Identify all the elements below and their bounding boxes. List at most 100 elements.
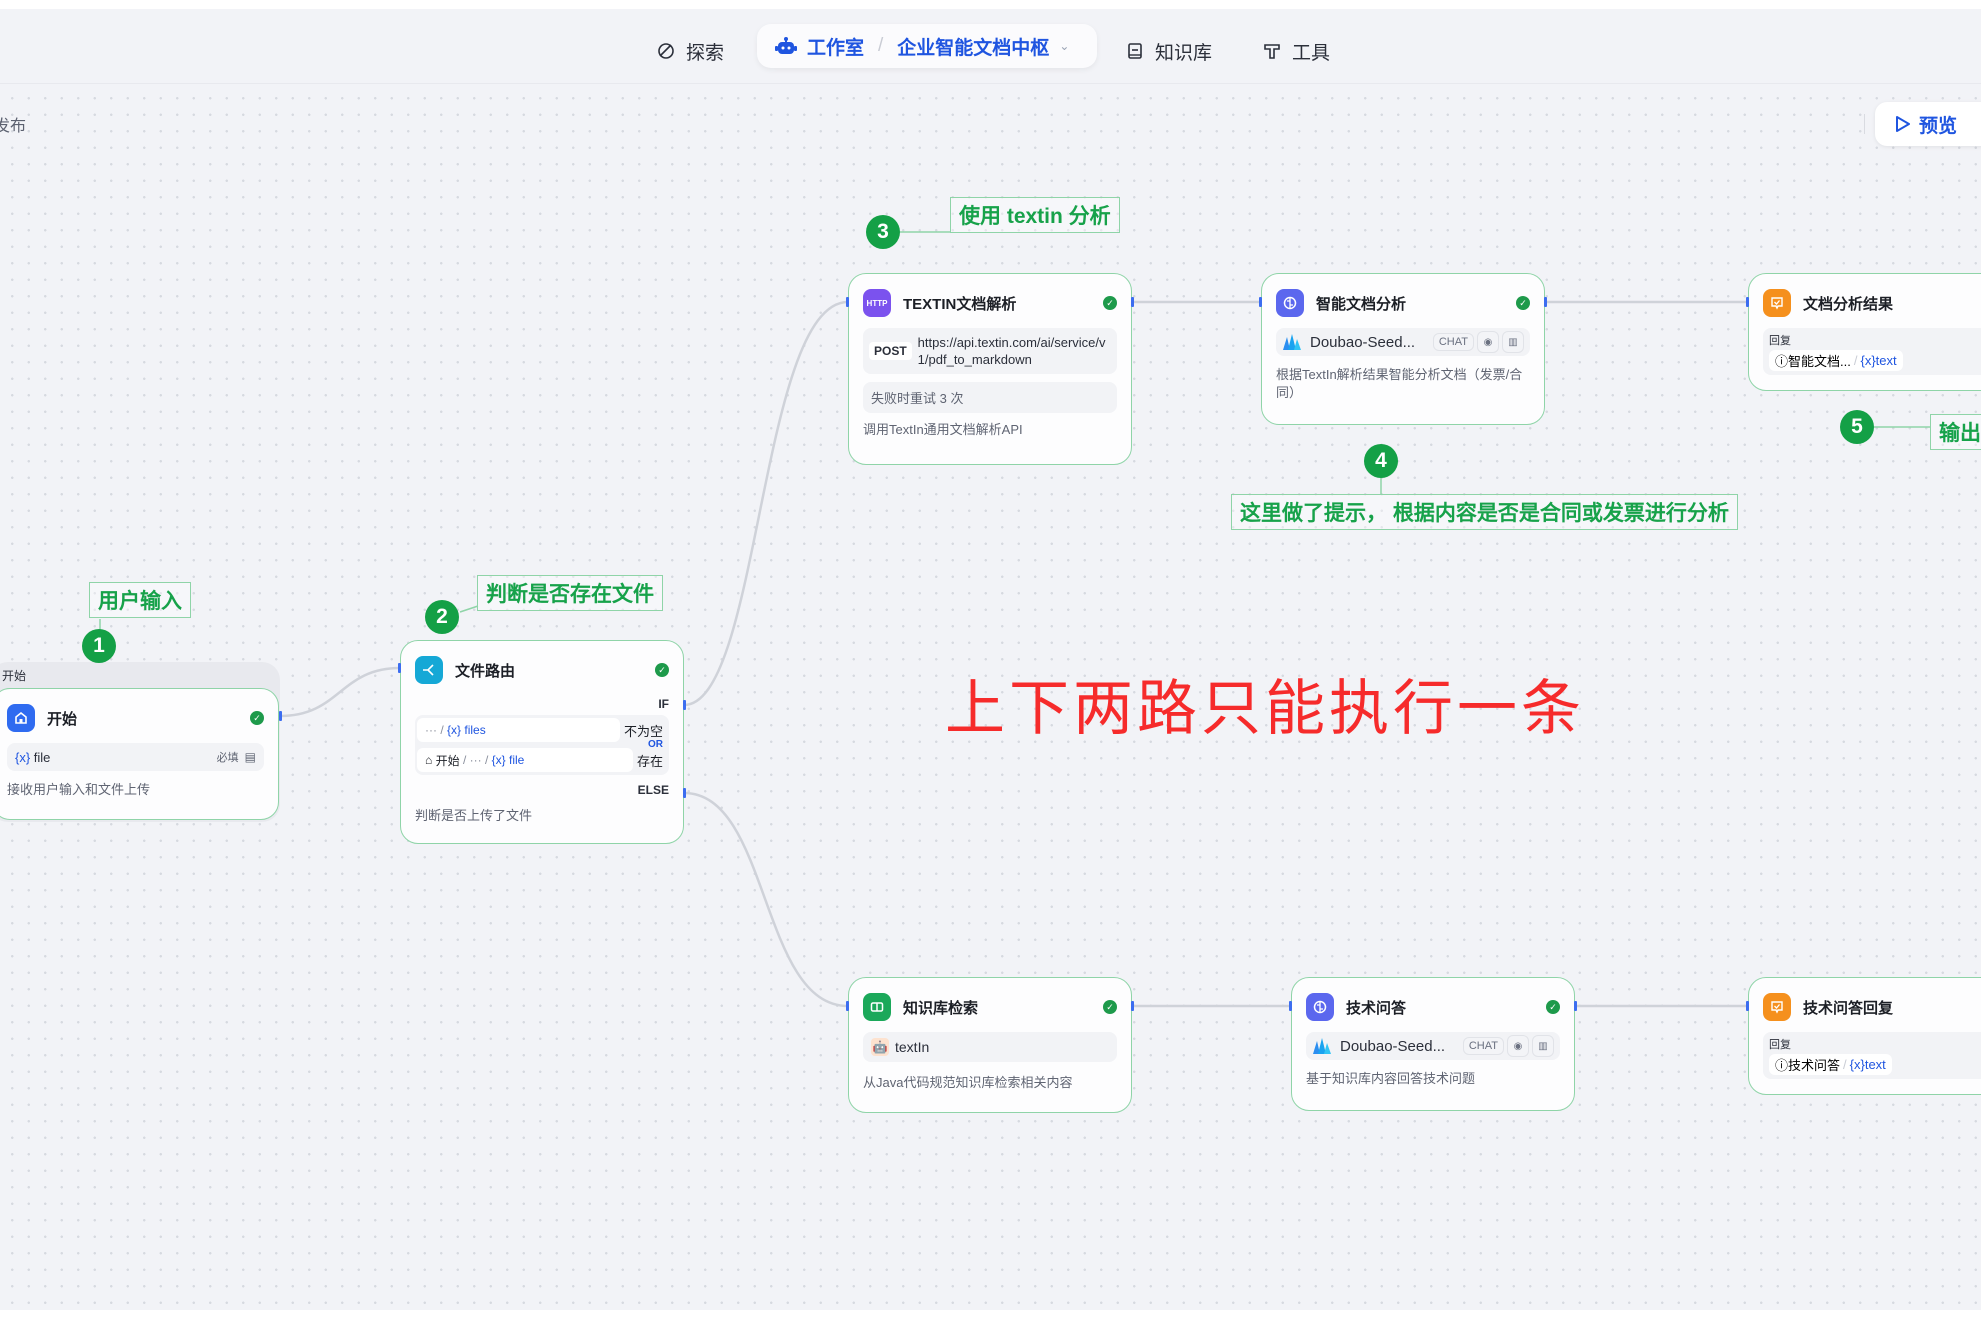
node-tech-qa[interactable]: 技术问答 ✓ Doubao-Seed... CHAT ◉ ▥ 基于知识库内容回答… bbox=[1291, 977, 1575, 1111]
required-label: 必填 bbox=[216, 752, 239, 764]
robot-avatar-icon: 🤖 bbox=[871, 1038, 889, 1056]
or-label: OR bbox=[648, 739, 663, 750]
port-techqa-out[interactable] bbox=[1574, 1001, 1577, 1011]
node-description: 基于知识库内容回答技术问题 bbox=[1306, 1071, 1476, 1086]
node-textin[interactable]: HTTP TEXTIN文档解析 ✓ POST https://api.texti… bbox=[848, 273, 1132, 465]
settings-icon: ▥ bbox=[1532, 1035, 1554, 1057]
success-check-icon: ✓ bbox=[655, 663, 669, 677]
variable-icon: {x} bbox=[491, 753, 509, 767]
nav-knowledge-base[interactable]: 知识库 bbox=[1125, 31, 1212, 71]
port-analysis-in[interactable] bbox=[1259, 297, 1262, 307]
reply-label: 回复 bbox=[1769, 335, 1791, 347]
kb-name: textIn bbox=[895, 1039, 930, 1055]
port-analysis-out[interactable] bbox=[1544, 297, 1547, 307]
home-icon bbox=[7, 704, 35, 732]
node-start[interactable]: 开始 ✓ {x} file 必填 ▤ 接收用户输入和文件上传 bbox=[0, 688, 279, 820]
explore-icon bbox=[658, 43, 674, 59]
document-icon: ▤ bbox=[244, 750, 256, 764]
port-techqa-in[interactable] bbox=[1289, 1001, 1292, 1011]
nav-tools[interactable]: 工具 bbox=[1262, 31, 1330, 71]
http-request-row: POST https://api.textin.com/ai/service/v… bbox=[863, 328, 1117, 374]
port-router-in[interactable] bbox=[398, 663, 401, 673]
reply-icon bbox=[1763, 993, 1791, 1021]
node-kb-search[interactable]: 知识库检索 ✓ 🤖 textIn 从Java代码规范知识库检索相关内容 bbox=[848, 977, 1132, 1113]
variable-name: text bbox=[1864, 1057, 1886, 1072]
llm-icon bbox=[1276, 289, 1304, 317]
port-textin-out[interactable] bbox=[1131, 297, 1134, 307]
breadcrumb-separator: / bbox=[878, 35, 884, 56]
path-source: 开始 bbox=[435, 753, 460, 768]
port-router-if[interactable] bbox=[683, 700, 686, 710]
variable-icon: {x} bbox=[15, 749, 34, 765]
nav-tools-label: 工具 bbox=[1292, 42, 1331, 64]
node-title: 文档分析结果 bbox=[1803, 295, 1894, 313]
else-label: ELSE bbox=[637, 783, 669, 797]
annotation-label: 这里做了提示， 根据内容是否是合同或发票进行分析 bbox=[1231, 494, 1738, 530]
success-check-icon: ✓ bbox=[1103, 1000, 1117, 1014]
port-router-else[interactable] bbox=[683, 788, 686, 798]
start-group-label: 开始 bbox=[2, 669, 27, 683]
port-kb-in[interactable] bbox=[846, 1001, 849, 1011]
knowledge-base-icon bbox=[1128, 43, 1142, 59]
annotation-label: 判断是否存在文件 bbox=[477, 575, 663, 611]
success-check-icon: ✓ bbox=[1546, 1000, 1560, 1014]
port-kb-out[interactable] bbox=[1131, 1001, 1134, 1011]
model-row[interactable]: Doubao-Seed... CHAT ◉ ▥ bbox=[1306, 1032, 1560, 1060]
node-analysis[interactable]: 智能文档分析 ✓ Doubao-Seed... CHAT ◉ ▥ 根据TextI… bbox=[1261, 273, 1545, 425]
success-check-icon: ✓ bbox=[250, 711, 264, 725]
model-name: Doubao-Seed... bbox=[1340, 1037, 1446, 1055]
condition-operator: 不为空 bbox=[623, 723, 663, 739]
nav-explore[interactable]: 探索 bbox=[656, 31, 724, 71]
vision-icon: ◉ bbox=[1477, 331, 1499, 353]
if-label: IF bbox=[658, 697, 669, 711]
knowledge-base-row[interactable]: 🤖 textIn bbox=[863, 1032, 1117, 1062]
http-icon: HTTP bbox=[863, 289, 891, 317]
workspace-label[interactable]: 工作室 bbox=[807, 37, 865, 59]
annotation-label: 使用 textin 分析 bbox=[950, 197, 1120, 233]
branch-icon bbox=[415, 656, 443, 684]
condition-group: ··· / {x} files 不为空 OR ⌂ 开始 / ··· / {x} … bbox=[415, 715, 669, 775]
nav-knowledge-base-label: 知识库 bbox=[1155, 42, 1213, 64]
reply-label: 回复 bbox=[1769, 1039, 1791, 1051]
publish-button[interactable]: 发布 bbox=[0, 118, 27, 135]
port-start-out[interactable] bbox=[279, 711, 282, 721]
node-router[interactable]: 文件路由 ✓ IF ··· / {x} files 不为空 OR ⌂ 开始 / … bbox=[400, 640, 684, 844]
port-techreply-in[interactable] bbox=[1746, 1001, 1749, 1011]
port-textin-in[interactable] bbox=[846, 297, 849, 307]
node-title: 技术问答回复 bbox=[1803, 999, 1894, 1017]
annotation-label: 用户输入 bbox=[89, 582, 191, 618]
condition-operand[interactable]: ⌂ 开始 / ··· / {x} file bbox=[417, 748, 633, 772]
llm-icon: ⓘ bbox=[1775, 1058, 1789, 1073]
model-row[interactable]: Doubao-Seed... CHAT ◉ ▥ bbox=[1276, 328, 1530, 356]
variable-icon: {x} bbox=[1860, 353, 1876, 368]
top-edge bbox=[0, 0, 1981, 9]
model-tag: CHAT bbox=[1432, 333, 1474, 351]
nav-explore-label: 探索 bbox=[686, 42, 725, 64]
node-title: 智能文档分析 bbox=[1316, 295, 1407, 313]
port-result-in[interactable] bbox=[1746, 297, 1749, 307]
preview-button[interactable]: 预览 bbox=[1875, 102, 1981, 146]
http-url: https://api.textin.com/ai/service/v1/pdf… bbox=[917, 335, 1106, 367]
variable-name: text bbox=[1875, 353, 1897, 368]
condition-operand[interactable]: ··· / {x} files bbox=[417, 718, 620, 742]
workspace-breadcrumb[interactable]: 工作室 / 企业智能文档中枢 ⌄ bbox=[757, 24, 1097, 68]
project-name[interactable]: 企业智能文档中枢 bbox=[897, 37, 1050, 59]
condition-row: ··· / {x} files 不为空 bbox=[417, 717, 667, 743]
node-description: 根据TextIn解析结果智能分析文档（发票/合同） bbox=[1276, 367, 1523, 400]
node-title: 开始 bbox=[47, 710, 78, 728]
node-title: 知识库检索 bbox=[903, 999, 979, 1017]
model-name: Doubao-Seed... bbox=[1310, 333, 1416, 351]
chevron-down-icon[interactable]: ⌄ bbox=[1059, 39, 1070, 53]
annotation-badge: 3 bbox=[866, 215, 900, 249]
reply-icon bbox=[1763, 289, 1791, 317]
condition-operator: 存在 bbox=[636, 753, 663, 769]
condition-row: ⌂ 开始 / ··· / {x} file 存在 bbox=[417, 747, 667, 773]
annotation-badge: 4 bbox=[1364, 444, 1398, 478]
settings-icon: ▥ bbox=[1502, 331, 1524, 353]
variable-name: file bbox=[509, 753, 525, 767]
